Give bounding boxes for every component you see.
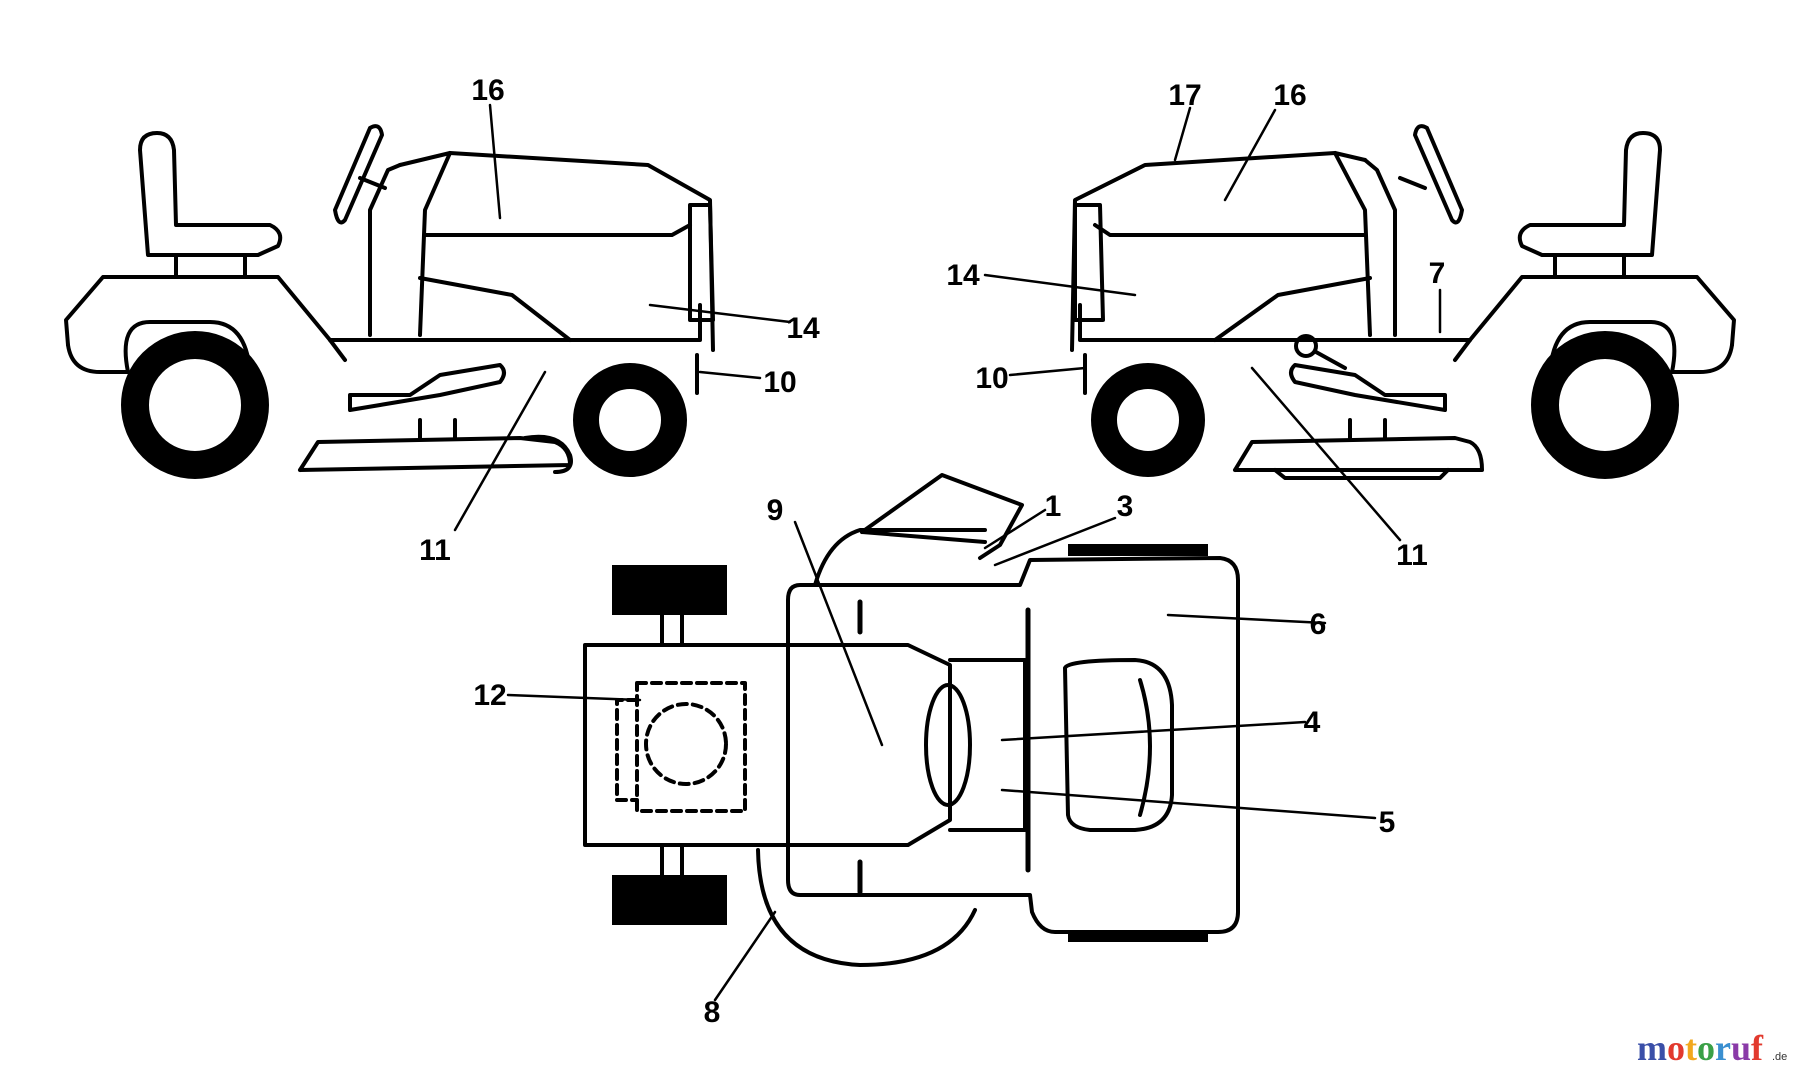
callout-11-left: 11 [419, 534, 451, 567]
callout-11-right: 11 [1396, 539, 1428, 572]
callout-5: 5 [1379, 806, 1396, 839]
callout-10-right: 10 [975, 362, 1008, 395]
callout-12: 12 [473, 679, 506, 712]
callout-3: 3 [1117, 490, 1134, 523]
wm-letter-7: f [1751, 1028, 1764, 1068]
tractor-right-view [1070, 124, 1736, 480]
callout-16-left: 16 [471, 74, 504, 107]
callout-1: 1 [1045, 490, 1062, 523]
svg-text:motoruf: motoruf [1637, 1028, 1764, 1068]
wm-suffix: .de [1772, 1051, 1787, 1063]
callout-14-left: 14 [786, 312, 820, 345]
callout-9: 9 [767, 494, 784, 527]
callout-16-right: 16 [1273, 79, 1306, 112]
callout-8: 8 [704, 996, 721, 1029]
callout-10-left: 10 [763, 366, 796, 399]
tractor-top-view [583, 473, 1240, 967]
callout-17: 17 [1168, 79, 1201, 112]
wm-letter-2: o [1667, 1028, 1685, 1068]
leader-lines [453, 103, 1442, 1002]
wm-letter-5: r [1715, 1028, 1731, 1068]
wm-letter-1: m [1637, 1028, 1667, 1068]
wm-letter-4: o [1697, 1028, 1715, 1068]
tractor-left-view [64, 124, 715, 479]
callout-6: 6 [1310, 608, 1327, 641]
watermark-logo: motoruf .de [1637, 1028, 1787, 1068]
wm-letter-3: t [1685, 1028, 1697, 1068]
callout-14-right: 14 [946, 259, 980, 292]
wm-letter-6: u [1731, 1028, 1751, 1068]
callout-4: 4 [1304, 706, 1321, 739]
callout-7: 7 [1429, 257, 1446, 290]
callout-numbers: 16 14 10 11 17 16 14 7 10 11 9 1 3 6 12 … [419, 74, 1445, 1029]
